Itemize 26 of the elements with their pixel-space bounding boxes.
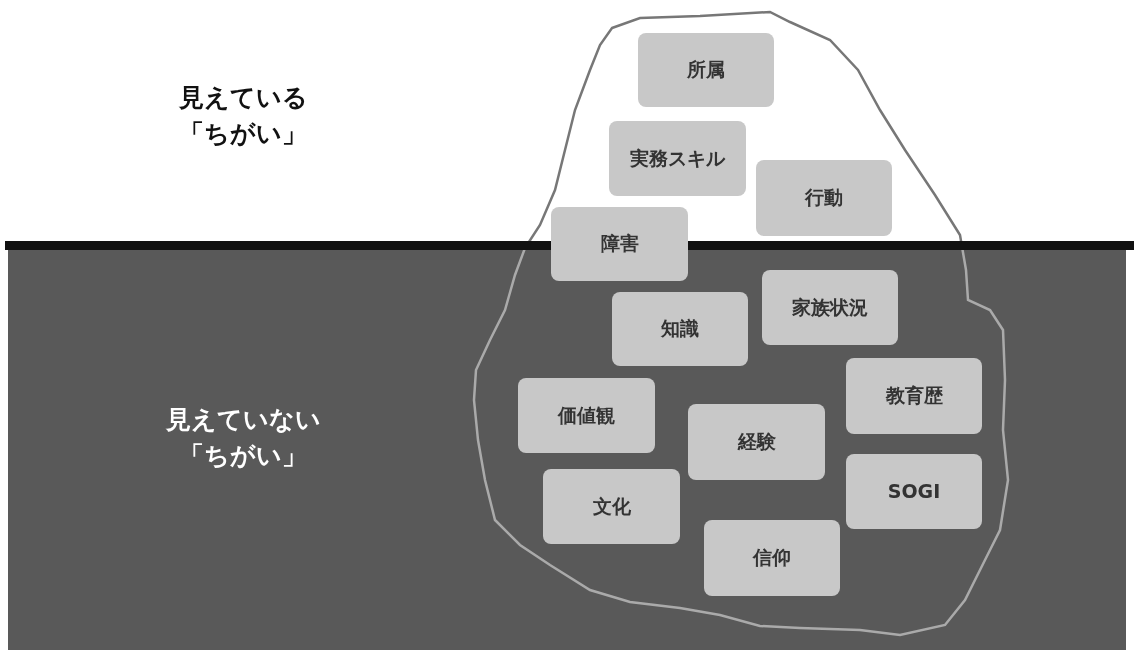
item-label: SOGI xyxy=(887,478,941,504)
item-label: 価値観 xyxy=(558,402,615,428)
item-label: 実務スキル xyxy=(630,145,725,171)
item-label: 家族状況 xyxy=(792,294,868,320)
item-box xyxy=(756,160,892,236)
item-label: 信仰 xyxy=(753,545,791,571)
heading-text: 見えている「ちがい」 xyxy=(177,82,309,151)
item-box xyxy=(762,270,898,345)
item-label: 教育歴 xyxy=(885,383,943,409)
item-label: 所属 xyxy=(687,57,725,83)
item-box xyxy=(704,520,840,596)
item-box xyxy=(543,469,680,544)
heading-text: 見えていない「ちがい」 xyxy=(164,404,322,473)
item-box xyxy=(551,207,688,281)
item-label: 経験 xyxy=(737,429,776,455)
item-label: 行動 xyxy=(805,185,843,211)
item-box xyxy=(518,378,655,453)
item-label: 知識 xyxy=(661,316,699,342)
item-box xyxy=(638,33,774,107)
item-label: 障害 xyxy=(600,231,639,257)
item-box xyxy=(846,358,982,434)
item-box xyxy=(609,121,746,196)
item-box xyxy=(612,292,748,366)
item-box xyxy=(688,404,825,480)
item-label: 文化 xyxy=(592,493,631,519)
item-box xyxy=(846,454,982,529)
